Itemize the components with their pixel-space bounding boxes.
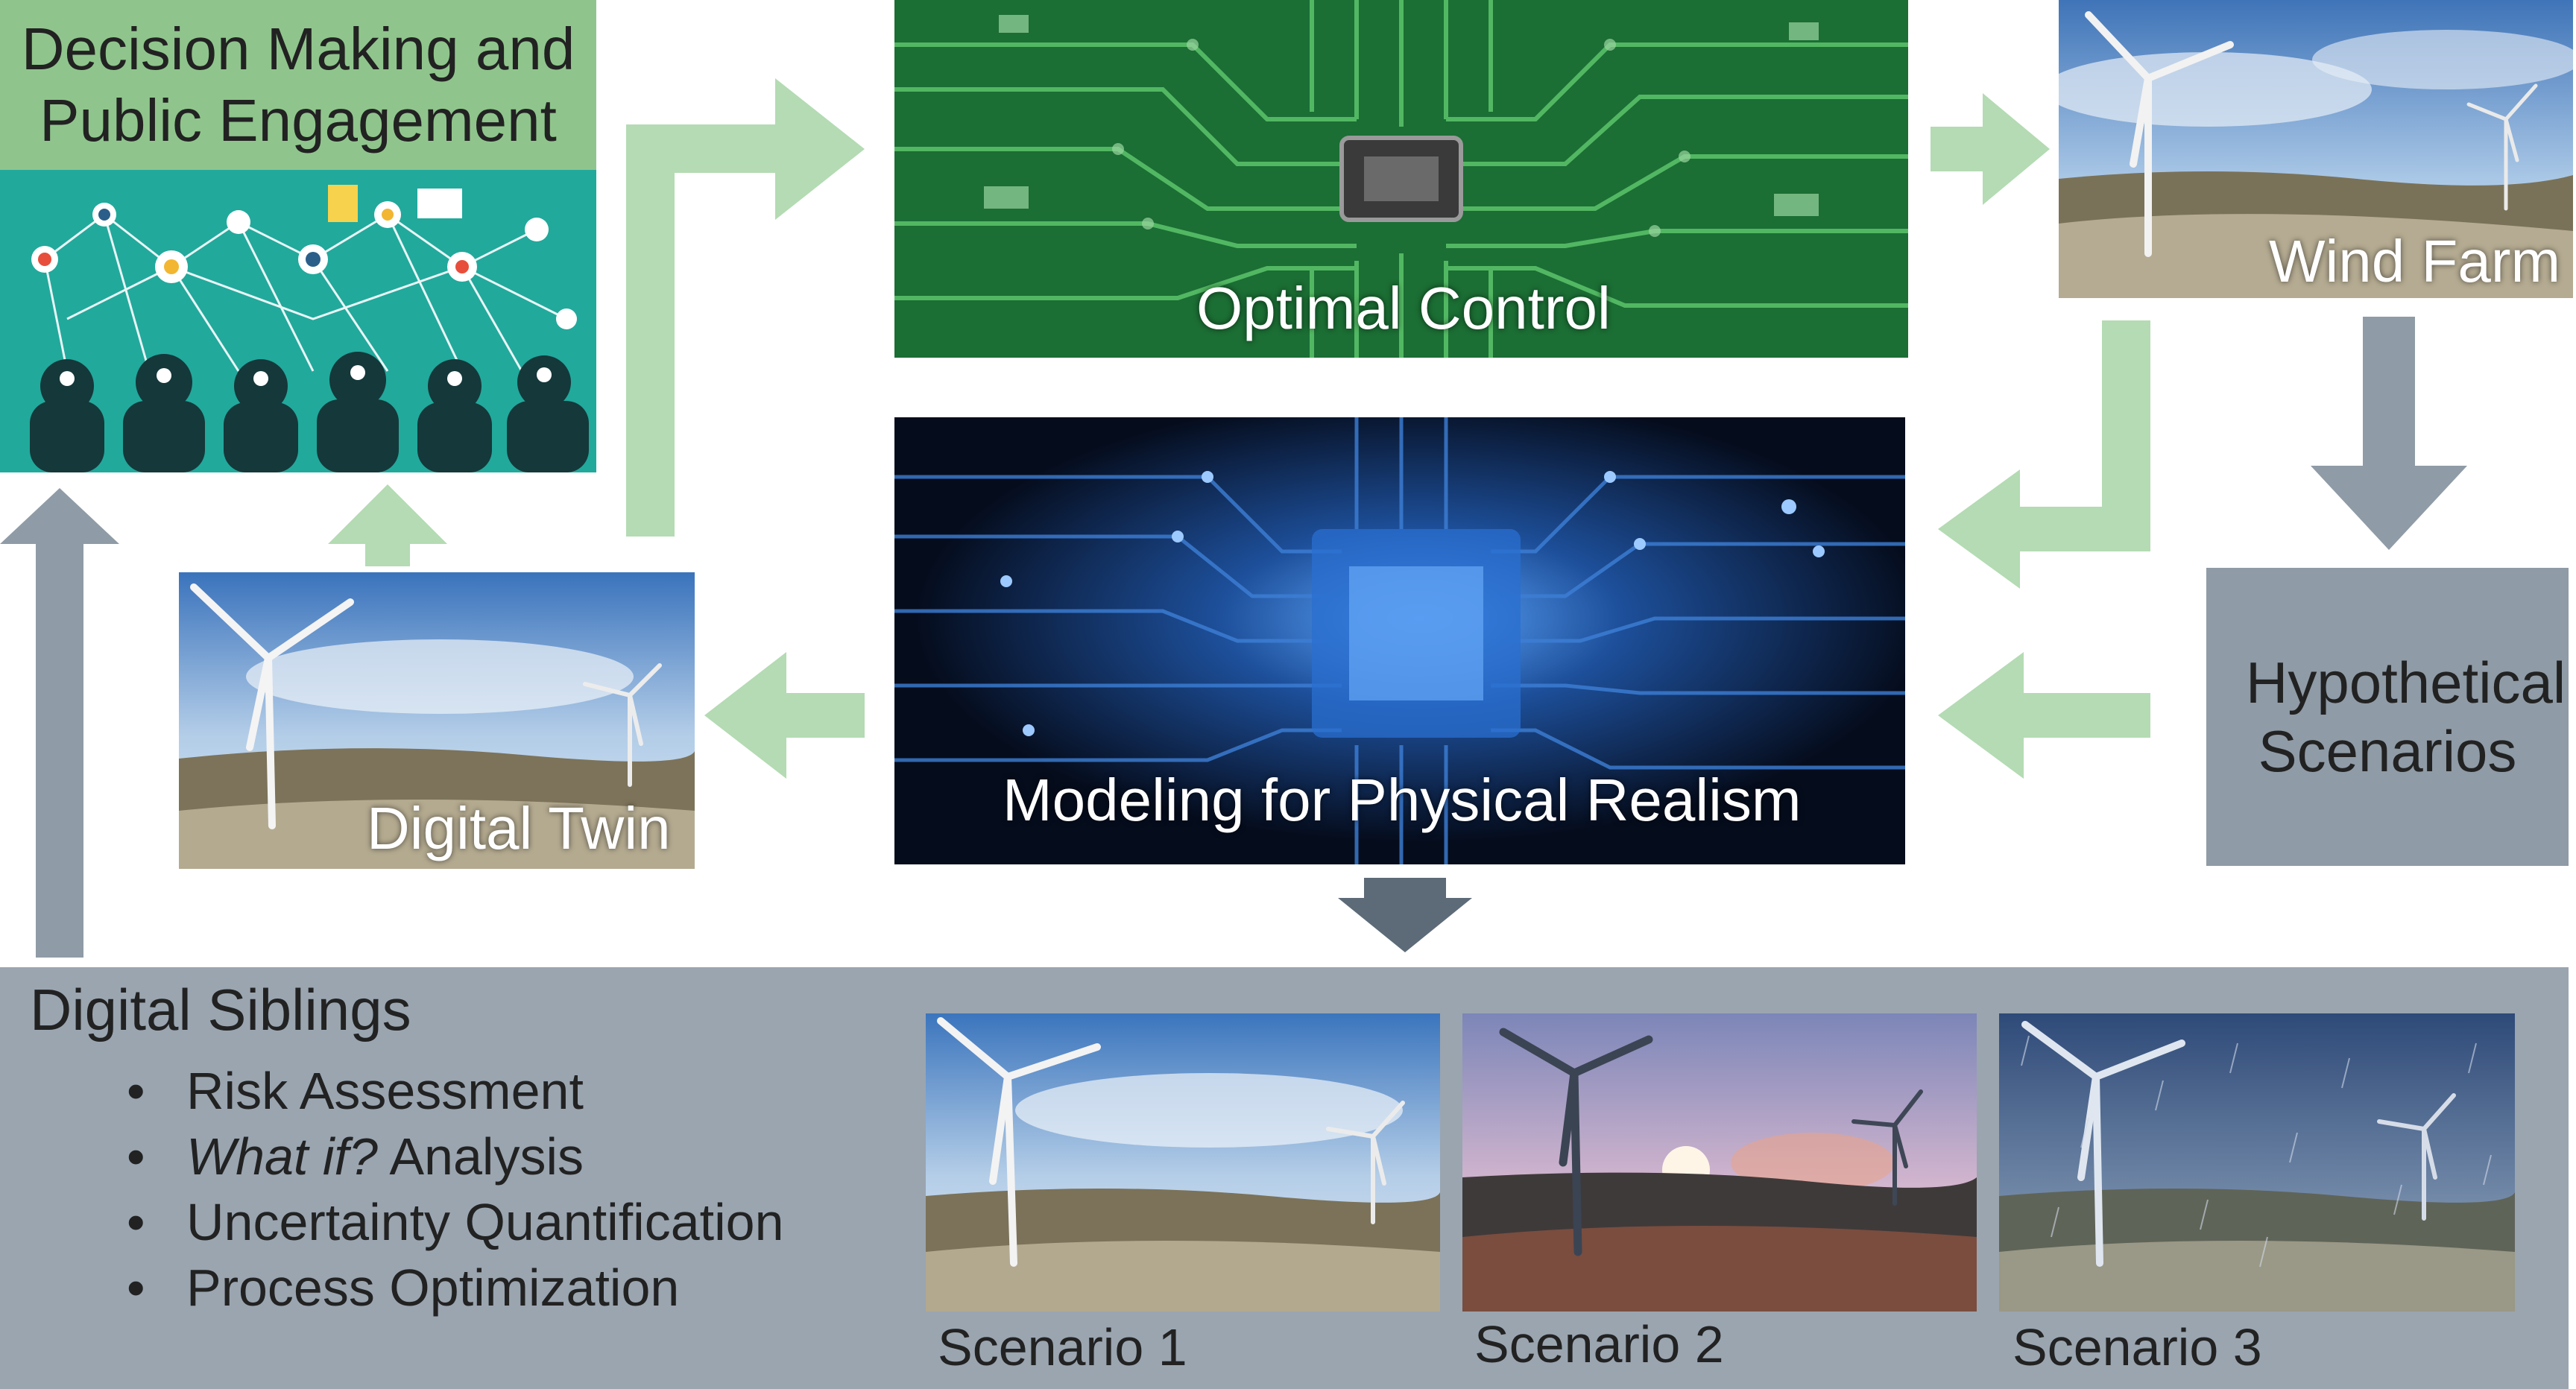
blue-circuit-board — [894, 417, 1905, 864]
modeling-box: Modeling for Physical Realism — [894, 417, 1905, 864]
list-item: Uncertainty Quantification — [127, 1189, 784, 1255]
scenario-2-photo — [1462, 1013, 1977, 1312]
list-item: What if? Analysis — [127, 1124, 784, 1189]
arrow-windfarm-to-hypothetical — [2311, 317, 2467, 550]
hypothetical-label: Hypothetical Scenarios — [2246, 650, 2566, 784]
decision-title: Decision Making and Public Engagement — [21, 16, 575, 154]
public-engagement-image — [0, 170, 596, 472]
hypothetical-scenarios-box: Hypothetical Scenarios — [2206, 568, 2569, 866]
digital-twin-label: Digital Twin — [367, 795, 671, 861]
wind-farm-label: Wind Farm — [2269, 228, 2561, 294]
wind-farm-box: Wind Farm — [2059, 0, 2573, 298]
optimal-control-label: Optimal Control — [1196, 275, 1611, 341]
scenario-1-photo — [926, 1013, 1440, 1312]
digital-siblings-title: Digital Siblings — [30, 977, 411, 1042]
arrow-modeling-to-siblings — [1338, 878, 1472, 952]
list-item: Process Optimization — [127, 1255, 784, 1320]
wind-farm-photo — [2059, 0, 2573, 298]
digital-twin-photo — [179, 572, 695, 869]
digital-twin-box: Digital Twin — [179, 572, 695, 869]
scenario-3-label: Scenario 3 — [2012, 1318, 2262, 1376]
arrow-control-to-windfarm — [1931, 93, 2050, 205]
network-people-illustration — [0, 170, 596, 472]
list-item: Risk Assessment — [127, 1058, 784, 1124]
optimal-control-box: Optimal Control — [894, 0, 1908, 358]
scenario-3-photo — [1999, 1013, 2515, 1312]
arrow-modeling-to-twin — [704, 652, 865, 779]
scenario-1-label: Scenario 1 — [938, 1318, 1187, 1376]
arrow-twin-to-decision — [328, 484, 447, 566]
scenario-2-image — [1462, 1013, 1977, 1312]
scenario-2-label: Scenario 2 — [1474, 1315, 1724, 1373]
arrow-hypothetical-to-modeling — [1938, 652, 2150, 779]
arrow-windfarm-to-modeling — [1938, 320, 2150, 589]
digital-siblings-list: Risk Assessment What if? Analysis Uncert… — [127, 1058, 784, 1320]
decision-header: Decision Making and Public Engagement — [0, 0, 596, 170]
arrow-twin-to-control — [626, 78, 865, 537]
scenario-1-image — [926, 1013, 1440, 1312]
modeling-label: Modeling for Physical Realism — [1003, 767, 1802, 833]
scenario-3-image — [1999, 1013, 2515, 1312]
green-circuit-board — [894, 0, 1908, 358]
arrow-siblings-to-decision — [0, 488, 119, 958]
